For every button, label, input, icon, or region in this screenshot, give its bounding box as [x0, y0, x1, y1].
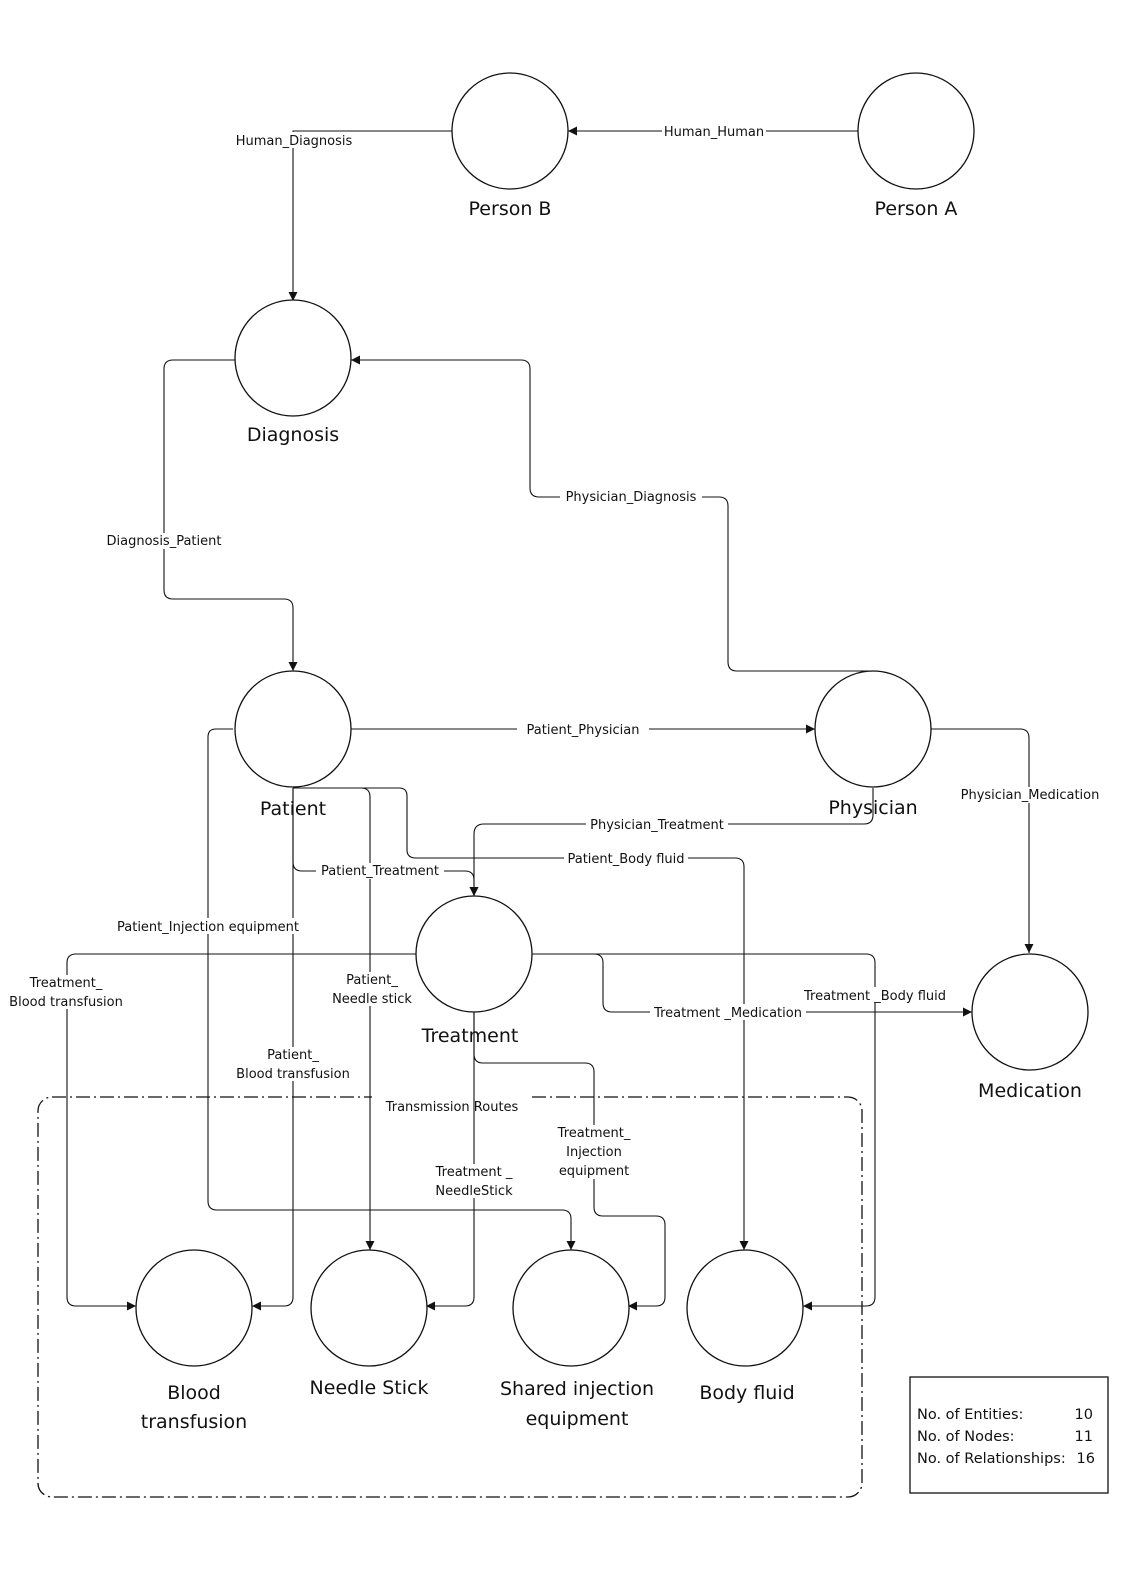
label-patient-treatment: Patient_Treatment [321, 864, 439, 879]
label-treatment-injection-equipment-1: Treatment_ [557, 1126, 631, 1141]
label-treatment-medication: Treatment _Medication [653, 1006, 802, 1021]
node-label-body-fluid: Body fluid [699, 1382, 794, 1404]
node-label-treatment: Treatment [421, 1025, 519, 1047]
stats-nodes-label: No. of Nodes: [917, 1429, 1015, 1445]
label-patient-needle-stick-2: Needle stick [332, 992, 412, 1007]
label-patient-body-fluid: Patient_Body fluid [567, 852, 684, 867]
label-treatment-body-fluid: Treatment _Body fluid [803, 989, 946, 1004]
node-label-shared-injection-2: equipment [526, 1408, 629, 1430]
node-treatment[interactable]: Treatment [415, 895, 533, 1047]
edge-physician-treatment [469, 788, 874, 896]
node-label-medication: Medication [978, 1080, 1082, 1102]
label-patient-needle-stick-1: Patient_ [346, 973, 398, 988]
node-label-shared-injection-1: Shared injection [500, 1378, 654, 1400]
node-label-diagnosis: Diagnosis [247, 424, 339, 446]
label-diagnosis-patient: Diagnosis_Patient [107, 534, 222, 549]
label-patient-physician: Patient_Physician [527, 723, 640, 738]
edge-human-diagnosis [288, 130, 453, 301]
edge-treatment-needlestick [426, 1012, 475, 1311]
label-patient-blood-transfusion-2: Blood transfusion [236, 1067, 350, 1082]
edge-patient-needle-stick [293, 787, 375, 1250]
stats-box: No. of Entities: 10 No. of Nodes: 11 No.… [909, 1376, 1109, 1494]
label-physician-diagnosis: Physician_Diagnosis [566, 490, 697, 505]
edge-diagnosis-patient [163, 359, 298, 671]
label-patient-blood-transfusion-1: Patient_ [267, 1048, 319, 1063]
node-needle-stick[interactable]: Needle Stick [310, 1249, 429, 1399]
node-diagnosis[interactable]: Diagnosis [234, 299, 352, 446]
label-treatment-blood-transfusion-2: Blood transfusion [9, 995, 123, 1010]
node-person-b[interactable]: Person B [451, 72, 569, 220]
label-human-diagnosis: Human_Diagnosis [236, 134, 353, 149]
edge-patient-injection-equipment [207, 728, 576, 1250]
node-blood-transfusion[interactable]: Blood transfusion [135, 1249, 253, 1433]
label-treatment-injection-equipment-3: equipment [559, 1164, 629, 1179]
node-label-blood-transfusion-1: Blood [167, 1382, 221, 1404]
node-physician[interactable]: Physician [814, 670, 932, 819]
stats-nodes-value: 11 [1075, 1429, 1093, 1445]
label-physician-medication: Physician_Medication [961, 788, 1100, 803]
node-medication[interactable]: Medication [971, 953, 1089, 1102]
edge-patient-body-fluid [293, 787, 749, 1250]
node-shared-injection-equipment[interactable]: Shared injection equipment [500, 1249, 654, 1430]
node-label-patient: Patient [260, 798, 326, 820]
edge-treatment-blood-transfusion [66, 953, 416, 1311]
label-treatment-blood-transfusion-1: Treatment_ [29, 976, 103, 991]
stats-entities-label: No. of Entities: [917, 1407, 1023, 1423]
nodes: Person B Person A Diagnosis Patient Phys… [135, 72, 1089, 1433]
edge-treatment-injection-equipment [473, 1012, 666, 1311]
node-label-blood-transfusion-2: transfusion [141, 1411, 247, 1433]
edge-patient-blood-transfusion [252, 788, 294, 1311]
node-label-physician: Physician [828, 797, 917, 819]
node-label-person-a: Person A [875, 198, 958, 220]
label-human-human: Human_Human [664, 125, 764, 140]
transmission-routes-title: Transmission Routes [385, 1100, 519, 1115]
node-body-fluid[interactable]: Body fluid [686, 1249, 804, 1404]
node-label-person-b: Person B [469, 198, 552, 220]
edge-physician-medication [930, 728, 1034, 953]
node-person-a[interactable]: Person A [857, 72, 975, 220]
label-physician-treatment: Physician_Treatment [590, 818, 724, 833]
edge-treatment-medication [532, 953, 972, 1017]
stats-entities-value: 10 [1075, 1407, 1093, 1423]
stats-relationships-label: No. of Relationships: [917, 1451, 1066, 1467]
stats-relationships-value: 16 [1077, 1451, 1095, 1467]
node-patient[interactable]: Patient [234, 670, 352, 820]
label-treatment-injection-equipment-2: Injection [566, 1145, 622, 1160]
edge-treatment-body-fluid [532, 953, 876, 1311]
label-patient-injection-equipment: Patient_Injection equipment [117, 920, 299, 935]
node-label-needle-stick: Needle Stick [310, 1377, 429, 1399]
label-treatment-needlestick-1: Treatment _ [435, 1165, 513, 1180]
label-treatment-needlestick-2: NeedleStick [435, 1184, 513, 1199]
transmission-routes-group: Transmission Routes [37, 1094, 863, 1498]
stats-border [909, 1376, 1109, 1494]
edges [66, 126, 1034, 1311]
edge-labels: Human_Human Human_Diagnosis Diagnosis_Pa… [6, 123, 1102, 1199]
edge-physician-diagnosis [351, 355, 877, 672]
